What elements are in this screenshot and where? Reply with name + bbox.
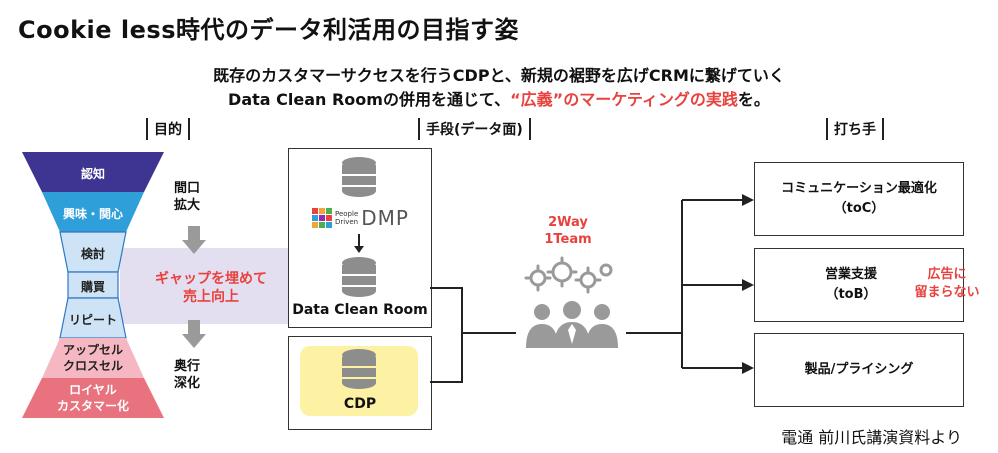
cdp-label: CDP (343, 396, 377, 412)
funnel-label: 検討 (80, 247, 105, 261)
gap-label: ギャップを埋めて 売上向上 (155, 271, 267, 305)
dmp-logo-text: People Driven (335, 210, 359, 226)
funnel-labels: 認知 興味・関心 検討 購買 リピート アップセル クロスセル ロイヤル カスタ… (22, 152, 164, 422)
down-arrow-icon (182, 226, 206, 254)
funnel-label: リピート (68, 313, 117, 327)
funnel-label: 購買 (80, 280, 105, 294)
funnel-label: アップセル クロスセル (62, 343, 123, 373)
dmp-logo: People Driven DMP (312, 204, 424, 232)
source-note: 電通 前川氏講演資料より (781, 428, 962, 447)
funnel-diagram (22, 152, 164, 418)
funnel-label: ロイヤル カスタマー化 (56, 383, 129, 413)
gears-icon (524, 256, 613, 294)
section-means-header: 手段(データ面) (418, 118, 531, 140)
funnel-stage-awareness (22, 152, 164, 192)
section-purpose-header: 目的 (146, 118, 190, 140)
subtitle-prefix: Data Clean Roomの併用を通じて、 (228, 90, 511, 109)
output-box-product: 製品/プライシング (754, 333, 964, 407)
dmp-logo-big: DMP (361, 206, 409, 230)
people-icon (526, 301, 618, 348)
subtitle-line1: 既存のカスタマーサクセスを行うCDPと、新規の裾野を広げCRMに繋げていく (213, 66, 785, 85)
widen-label: 間口 拡大 (174, 181, 201, 213)
page-title: Cookie less時代のデータ利活用の目指す姿 (18, 16, 519, 44)
database-icon (342, 257, 376, 297)
funnel-stage-upsell (42, 338, 144, 378)
down-arrow-icon (182, 320, 206, 348)
subtitle-suffix: を。 (737, 90, 770, 109)
database-icon (342, 349, 376, 389)
team-label: 2Way 1Team (544, 215, 592, 247)
database-icon (342, 157, 376, 197)
subtitle-highlight: “広義”のマーケティングの実践 (510, 90, 738, 109)
note-not-only-ads: 広告に 留まらない (914, 267, 980, 300)
dmp-logo-mark-icon (312, 208, 332, 228)
output-box-sales: 営業支援 （toB） (754, 248, 964, 322)
output-box-communication: コミュニケーション最適化 （toC） (754, 162, 964, 236)
funnel-label: 興味・関心 (62, 207, 123, 221)
section-actions-header: 打ち手 (826, 118, 884, 140)
funnel-stage-loyal (22, 378, 164, 418)
dcr-label: Data Clean Room (292, 302, 428, 318)
deepen-label: 奥行 深化 (174, 359, 201, 391)
subtitle-line2: Data Clean Roomの併用を通じて、“広義”のマーケティングの実践を。 (0, 86, 998, 110)
funnel-label: 認知 (80, 167, 105, 181)
funnel-stage-interest (42, 192, 144, 232)
arrow-icon (354, 234, 364, 253)
